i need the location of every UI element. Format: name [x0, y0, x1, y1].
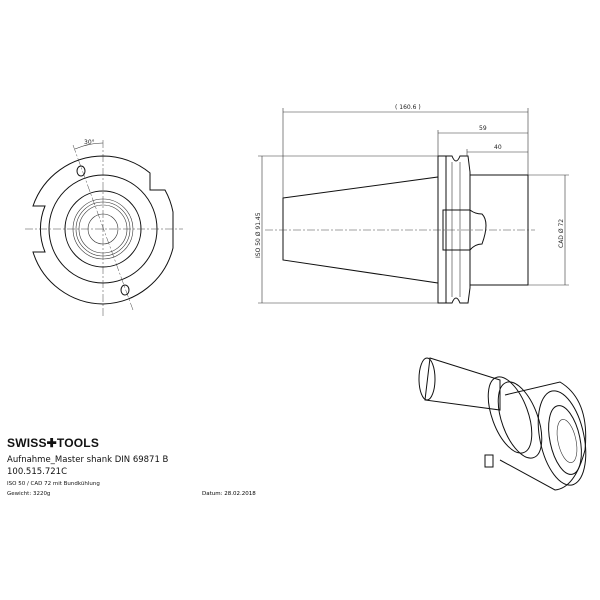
screw-hole-bottom — [120, 284, 130, 296]
side-view: ( 160.6 ) 59 40 ISO 50 Ø 91.45 CAD Ø 72 — [255, 104, 569, 304]
screw-hole-top — [76, 165, 86, 177]
part-number: 100.515.721C — [7, 467, 68, 477]
part-description: ISO 50 / CAD 72 mit Bundkühlung — [7, 481, 100, 487]
brand-logo: SWISS✚TOOLS — [7, 436, 100, 450]
front-view: 30° — [25, 139, 183, 318]
date-label: Datum: 28.02.2018 — [202, 491, 256, 497]
taper-diameter-dim: ISO 50 Ø 91.45 — [255, 212, 262, 258]
overall-length-dim: ( 160.6 ) — [395, 104, 421, 111]
isometric-view — [418, 357, 587, 491]
cad-diameter-dim: CAD Ø 72 — [558, 219, 565, 248]
flange-length-dim: 59 — [479, 125, 487, 132]
cylinder-length-dim: 40 — [494, 144, 502, 151]
weight-label: Gewicht: 3220g — [7, 491, 51, 497]
drawing-title: Aufnahme_Master shank DIN 69871 B — [7, 455, 169, 465]
angle-label: 30° — [84, 139, 95, 146]
